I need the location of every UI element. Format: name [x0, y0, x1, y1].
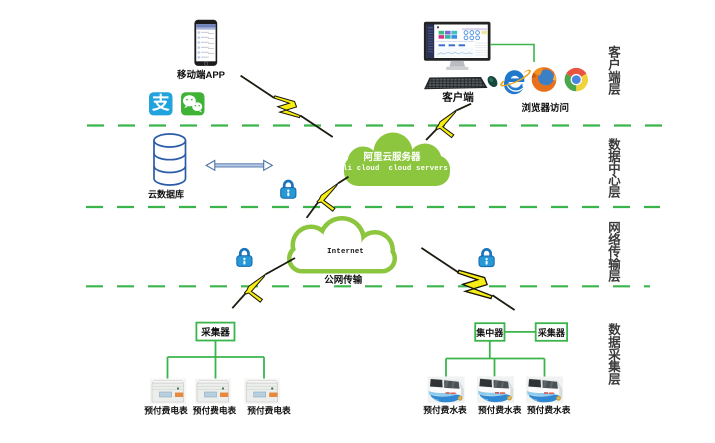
- svg-text:阿里云服务器: 阿里云服务器: [363, 151, 421, 163]
- svg-text:预付费电表: 预付费电表: [193, 404, 237, 415]
- svg-text:采集器: 采集器: [200, 326, 230, 338]
- svg-text:集中器: 集中器: [475, 327, 504, 338]
- svg-text:li cloud cloud servers: li cloud cloud servers: [343, 165, 448, 173]
- svg-text:数据中心层: 数据中心层: [608, 137, 621, 200]
- svg-text:公网传输: 公网传输: [324, 274, 363, 286]
- svg-text:移动端APP: 移动端APP: [177, 69, 226, 81]
- svg-text:支: 支: [151, 93, 170, 113]
- svg-text:预付费水表: 预付费水表: [478, 404, 522, 415]
- svg-text:采集器: 采集器: [537, 327, 566, 338]
- svg-text:网络传输层: 网络传输层: [607, 221, 621, 284]
- svg-text:客户端: 客户端: [441, 90, 474, 103]
- svg-text:客户端层: 客户端层: [607, 45, 621, 97]
- svg-text:数据采集层: 数据采集层: [607, 322, 621, 387]
- svg-text:预付费水表: 预付费水表: [527, 404, 571, 415]
- svg-text:预付费电表: 预付费电表: [144, 404, 188, 415]
- svg-text:预付费电表: 预付费电表: [247, 404, 291, 415]
- svg-text:预付费水表: 预付费水表: [423, 404, 467, 415]
- svg-text:浏览器访问: 浏览器访问: [522, 102, 570, 114]
- svg-text:云数据库: 云数据库: [148, 189, 184, 200]
- svg-text:Internet: Internet: [327, 248, 364, 256]
